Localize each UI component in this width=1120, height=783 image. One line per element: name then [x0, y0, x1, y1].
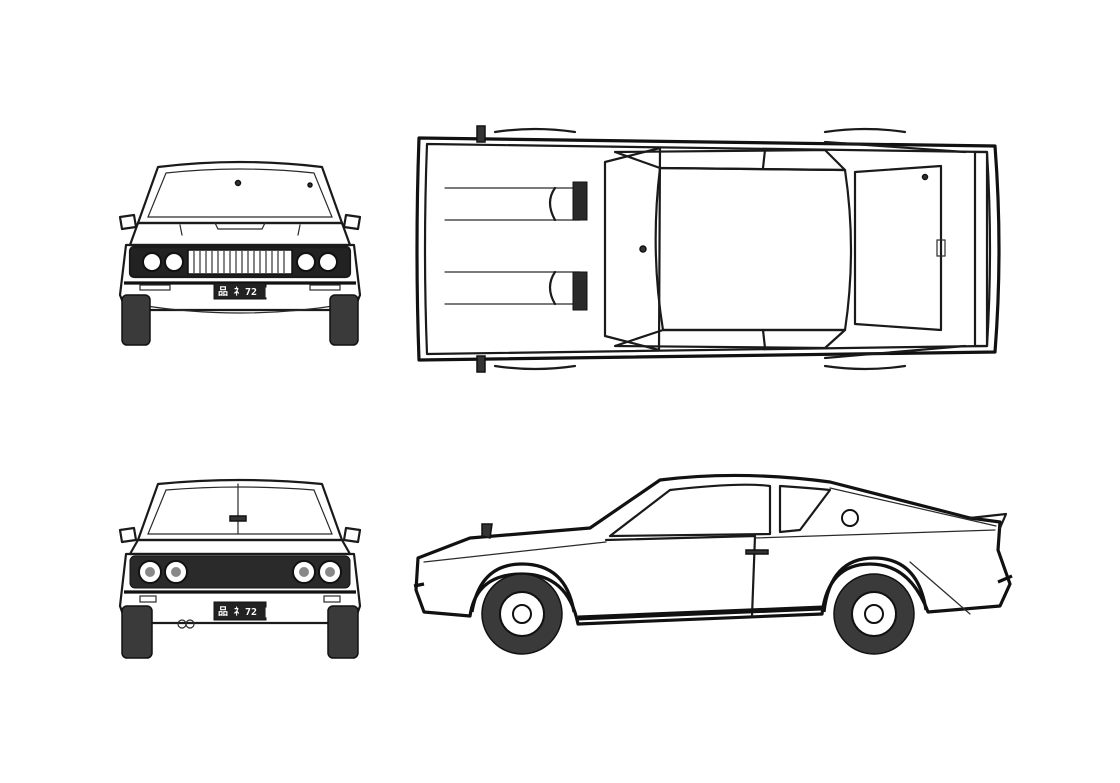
rear-view: 品 ﾈ 72 | 1 [110, 478, 370, 668]
side-window-left-top [613, 148, 847, 172]
hood [128, 221, 352, 247]
hood-vent-right [572, 271, 588, 311]
trunk-deck [128, 538, 352, 556]
top-right-mirror [476, 355, 486, 373]
rear-window [136, 478, 344, 542]
rearview-mirror [234, 179, 242, 187]
side-window-right-top [613, 328, 847, 350]
trunk-lid [853, 164, 943, 332]
top-windshield [603, 146, 662, 352]
fuel-cap [841, 509, 859, 527]
top-body-outline [415, 136, 1001, 362]
roof [654, 166, 853, 332]
rear-wheel-arch [822, 556, 928, 613]
front-side-window [608, 483, 772, 538]
front-right-tire [329, 294, 359, 346]
right-mirror [342, 213, 362, 231]
top-left-mirror [476, 125, 486, 143]
headlight-outer-right [318, 252, 338, 272]
hood-vent-left [572, 181, 588, 221]
side-view [410, 466, 1015, 666]
grille [187, 249, 293, 275]
headlight-inner-left [164, 252, 184, 272]
door [604, 534, 757, 618]
rear-plate-text: 品 ﾈ 72 | 1 [218, 606, 281, 618]
top-view [405, 122, 1015, 377]
front-view: 品 ﾈ 72 | 1 [110, 155, 370, 355]
side-mirror [481, 523, 493, 539]
rear-right-tire [327, 605, 359, 659]
rear-left-tire [121, 605, 153, 659]
front-left-tire [121, 294, 151, 346]
rear-spoiler [973, 150, 989, 348]
taillight-panel [129, 555, 351, 589]
front-plate-text: 品 ﾈ 72 | 1 [218, 286, 281, 298]
headlight-outer-left [142, 252, 162, 272]
headlight-inner-right [296, 252, 316, 272]
left-mirror [118, 213, 138, 231]
rear-license-plate [213, 601, 267, 621]
front-wheel-arch [470, 562, 576, 613]
front-windshield [136, 160, 344, 225]
front-license-plate [213, 282, 267, 300]
rocker-stripe [577, 605, 823, 621]
door-handle [745, 549, 769, 555]
rear-side-window [778, 484, 832, 534]
